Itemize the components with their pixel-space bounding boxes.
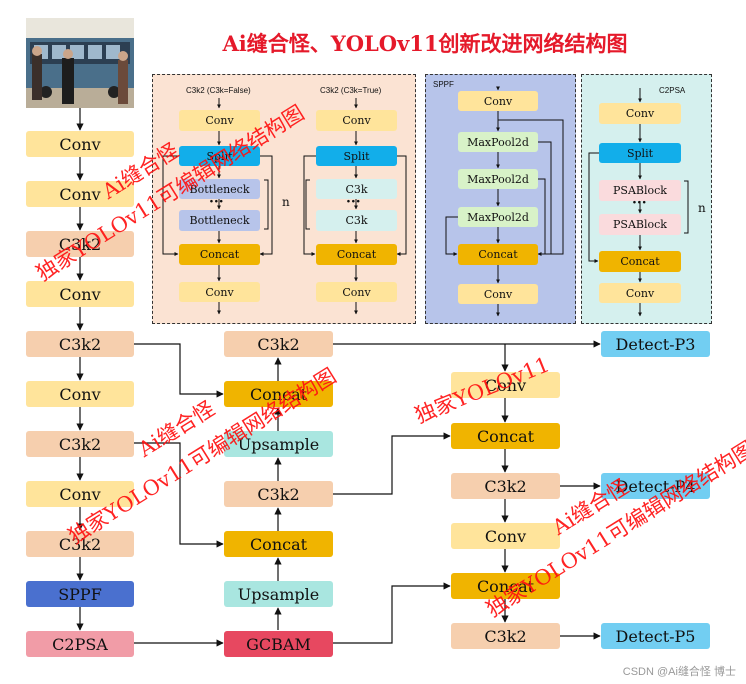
c3k2-right-c3k-1: C3k: [316, 179, 397, 199]
sppf-maxpool-3: MaxPool2d: [458, 207, 538, 227]
neck-gcbam: GCBAM: [224, 631, 333, 657]
detect-p5: Detect-P5: [601, 623, 710, 649]
pan-concat-2: Concat: [451, 573, 560, 599]
footer-credit: CSDN @Ai缝合怪 博士: [622, 666, 736, 678]
c3k2-right-conv-in: Conv: [316, 110, 397, 131]
neck-concat-1: Concat: [224, 381, 333, 407]
sppf-maxpool-2: MaxPool2d: [458, 169, 538, 189]
c3k2-right-conv-out: Conv: [316, 282, 397, 302]
c3k2-n-label: n: [282, 195, 290, 209]
neck-upsample-1: Upsample: [224, 431, 333, 457]
neck-upsample-2: Upsample: [224, 581, 333, 607]
c3k2-left-bottleneck-1: Bottleneck: [179, 179, 260, 199]
c2psa-split: Split: [599, 143, 681, 163]
c3k2-right-c3k-2: C3k: [316, 210, 397, 231]
detect-p4: Detect-P4: [601, 473, 710, 499]
backbone-conv-1: Conv: [26, 131, 134, 157]
c2psa-n-label: n: [698, 201, 706, 215]
c3k2-left-concat: Concat: [179, 244, 260, 265]
panel-c2psa-title: C2PSA: [659, 86, 686, 95]
backbone-conv-3: Conv: [26, 281, 134, 307]
sppf-maxpool-1: MaxPool2d: [458, 132, 538, 152]
c2psa-conv-out: Conv: [599, 283, 681, 303]
c3k2-right-dots: ···: [346, 194, 361, 210]
sppf-concat: Concat: [458, 244, 538, 265]
sppf-conv-out: Conv: [458, 284, 538, 304]
c2psa-psablock-1: PSABlock: [599, 180, 681, 201]
c3k2-left-conv-out: Conv: [179, 282, 260, 302]
panel-c3k2-left-title: C3k2 (C3k=False): [186, 86, 251, 95]
c3k2-right-concat: Concat: [316, 244, 397, 265]
backbone-c3k2-3: C3k2: [26, 431, 134, 457]
c3k2-left-dots: ···: [209, 194, 224, 210]
pan-concat-1: Concat: [451, 423, 560, 449]
sppf-conv-in: Conv: [458, 91, 538, 111]
c2psa-conv-in: Conv: [599, 103, 681, 124]
neck-c3k2-top: C3k2: [224, 331, 333, 357]
input-image: [26, 18, 134, 108]
c2psa-dots: ···: [632, 195, 647, 211]
pan-c3k2-1: C3k2: [451, 473, 560, 499]
backbone-c3k2-2: C3k2: [26, 331, 134, 357]
c3k2-left-bottleneck-2: Bottleneck: [179, 210, 260, 231]
neck-concat-2: Concat: [224, 531, 333, 557]
panel-sppf-title: SPPF: [433, 80, 454, 89]
panel-c3k2-right-title: C3k2 (C3k=True): [320, 86, 382, 95]
c3k2-right-split: Split: [316, 146, 397, 166]
backbone-conv-2: Conv: [26, 181, 134, 207]
pan-conv-2: Conv: [451, 523, 560, 549]
backbone-c3k2-4: C3k2: [26, 531, 134, 557]
backbone-c3k2-1: C3k2: [26, 231, 134, 257]
neck-c3k2-mid: C3k2: [224, 481, 333, 507]
c3k2-left-conv-in: Conv: [179, 110, 260, 131]
pan-c3k2-2: C3k2: [451, 623, 560, 649]
detect-p3: Detect-P3: [601, 331, 710, 357]
backbone-conv-5: Conv: [26, 481, 134, 507]
pan-conv-1: Conv: [451, 372, 560, 398]
c2psa-psablock-2: PSABlock: [599, 214, 681, 235]
backbone-sppf: SPPF: [26, 581, 134, 607]
c2psa-concat: Concat: [599, 251, 681, 272]
backbone-conv-4: Conv: [26, 381, 134, 407]
diagram-title: Ai缝合怪、YOLOv11创新改进网络结构图: [222, 31, 628, 56]
c3k2-left-split: Split: [179, 146, 260, 166]
backbone-c2psa: C2PSA: [26, 631, 134, 657]
